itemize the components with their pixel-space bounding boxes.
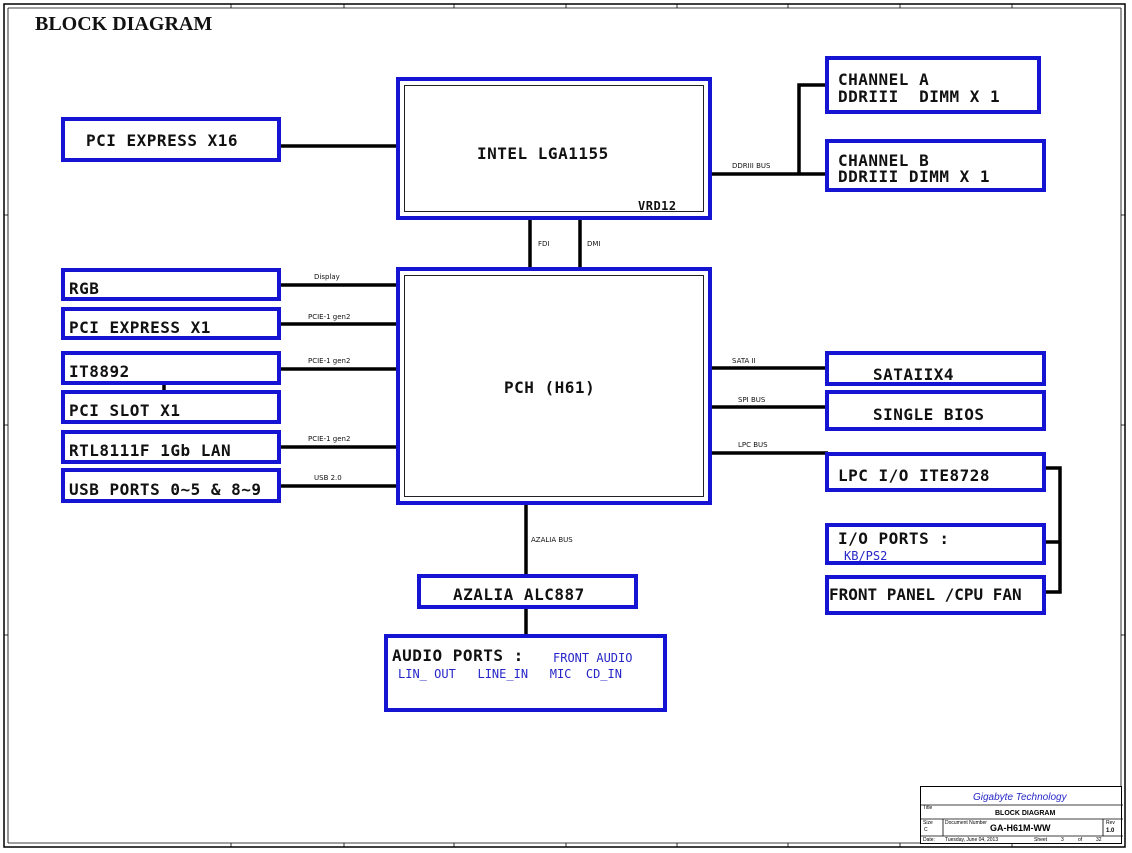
- spi-bus-label: SPI BUS: [738, 396, 766, 404]
- rgb-block: RGB: [61, 268, 281, 301]
- sata-bus-label: SATA II: [732, 357, 756, 365]
- title-block-title: BLOCK DIAGRAM: [995, 810, 1056, 817]
- audio-sub-label: LIN_ OUT LINE_IN MIC CD_IN: [398, 667, 622, 681]
- io-ports-sub-label: KB/PS2: [844, 549, 888, 563]
- rev-label: Rev: [1106, 820, 1115, 826]
- sheet-total: 32: [1096, 837, 1102, 843]
- size-label: Size: [923, 820, 933, 826]
- vrd-label: VRD12: [638, 199, 677, 213]
- front-panel-block: FRONT PANEL /CPU FAN: [825, 575, 1046, 615]
- pci-express-x16-label: PCI EXPRESS X16: [86, 131, 238, 150]
- title-block: Gigabyte Technology Title BLOCK DIAGRAM …: [920, 786, 1123, 844]
- channel-a-block: CHANNEL A DDRIII DIMM X 1: [825, 56, 1041, 114]
- date-value: Tuesday, June 04, 2013: [945, 837, 999, 843]
- usb-ports-block: USB PORTS 0~5 & 8~9: [61, 468, 281, 503]
- doc-label: Document Number: [945, 820, 987, 826]
- sata-block: SATAIIX4: [825, 351, 1046, 386]
- lan-label: RTL8111F 1Gb LAN: [69, 441, 232, 460]
- sata-label: SATAIIX4: [873, 365, 955, 384]
- title-label: Title: [923, 805, 933, 811]
- sheet-label: Sheet: [1034, 837, 1048, 843]
- channel-b-dimm-label: DDRIII DIMM X 1: [838, 167, 990, 186]
- audio-ports-block: AUDIO PORTS : FRONT AUDIO LIN_ OUT LINE_…: [384, 634, 667, 712]
- azalia-block: AZALIA ALC887: [417, 574, 638, 609]
- io-ports-block: I/O PORTS : KB/PS2: [825, 523, 1046, 565]
- ddr-branch-a: [797, 83, 828, 174]
- page-title: BLOCK DIAGRAM: [35, 13, 213, 35]
- it8892-block: IT8892: [61, 351, 281, 385]
- channel-a-label: CHANNEL A: [838, 70, 930, 89]
- it8892-label: IT8892: [69, 362, 130, 381]
- lpc-io-block: LPC I/O ITE8728: [825, 452, 1046, 492]
- pcie-bus-label-2: PCIE-1 gen2: [308, 357, 351, 365]
- lan-block: RTL8111F 1Gb LAN: [61, 430, 281, 464]
- ddr-bus-label: DDRIII BUS: [732, 162, 771, 170]
- date-label: Date:: [923, 837, 935, 843]
- azalia-bus-label: AZALIA BUS: [531, 536, 573, 544]
- lpc-bus-label: LPC BUS: [738, 441, 768, 449]
- title-block-grid: [921, 804, 1123, 837]
- audio-ports-label: AUDIO PORTS :: [392, 646, 524, 665]
- single-bios-label: SINGLE BIOS: [873, 405, 985, 424]
- pci-express-x16-block: PCI EXPRESS X16: [61, 117, 281, 162]
- channel-b-block: CHANNEL B DDRIII DIMM X 1: [825, 139, 1046, 192]
- front-panel-label: FRONT PANEL /CPU FAN: [829, 585, 1022, 604]
- lpc-io-label: LPC I/O ITE8728: [838, 466, 990, 485]
- cpu-label: INTEL LGA1155: [477, 144, 609, 163]
- single-bios-block: SINGLE BIOS: [825, 390, 1046, 431]
- rev-value: 1.0: [1106, 828, 1115, 834]
- azalia-label: AZALIA ALC887: [453, 585, 585, 604]
- channel-b-label: CHANNEL B: [838, 151, 930, 170]
- pch-inner-frame: [404, 275, 704, 497]
- pci-slot-x1-label: PCI SLOT X1: [69, 401, 181, 420]
- pci-express-x1-label: PCI EXPRESS X1: [69, 318, 211, 337]
- doc-number: GA-H61M-WW: [990, 823, 1051, 833]
- cpu-block: INTEL LGA1155 VRD12: [396, 77, 712, 220]
- pch-label: PCH (H61): [504, 378, 596, 397]
- pci-slot-x1-block: PCI SLOT X1: [61, 390, 281, 424]
- display-bus-label: Display: [314, 273, 340, 281]
- rgb-label: RGB: [69, 279, 100, 298]
- dmi-bus-label: DMI: [587, 240, 601, 248]
- lpc-io-bracket: [1043, 466, 1062, 594]
- pcie-bus-label-3: PCIE-1 gen2: [308, 435, 351, 443]
- pch-block: PCH (H61): [396, 267, 712, 505]
- audio-front-label: FRONT AUDIO: [553, 651, 633, 665]
- usb-bus-label: USB 2.0: [314, 474, 342, 482]
- channel-a-dimm-label: DDRIII DIMM X 1: [838, 87, 1001, 106]
- cpu-inner-frame: [404, 85, 704, 212]
- pcie-bus-label-1: PCIE-1 gen2: [308, 313, 351, 321]
- size-value: C: [924, 827, 928, 833]
- fdi-bus-label: FDI: [538, 240, 550, 248]
- sheet-value: 3: [1061, 837, 1064, 843]
- usb-ports-label: USB PORTS 0~5 & 8~9: [69, 480, 262, 499]
- of-label: of: [1078, 837, 1083, 843]
- company-name: Gigabyte Technology: [973, 792, 1067, 803]
- pci-express-x1-block: PCI EXPRESS X1: [61, 307, 281, 340]
- io-ports-label: I/O PORTS :: [838, 529, 950, 548]
